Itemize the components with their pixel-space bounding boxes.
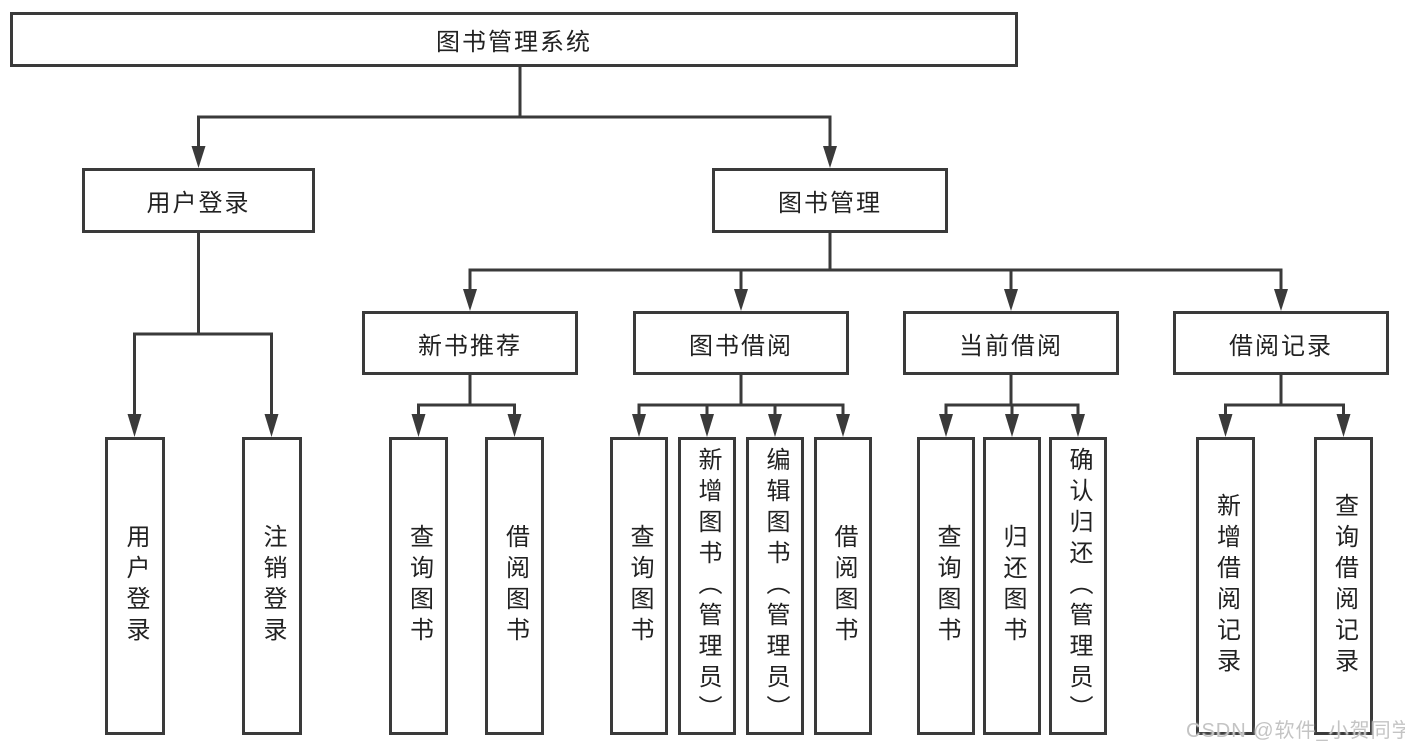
- connector-user-login: [127, 233, 279, 437]
- node-book-management: 图书管理: [712, 168, 948, 233]
- leaf-query-borrow-record: 查询借阅记录: [1314, 437, 1373, 735]
- leaf-query-books-borrow: 查询图书: [610, 437, 668, 735]
- leaf-edit-books-admin: 编辑图书（管理员）: [746, 437, 804, 735]
- connector-new-book-recommend: [411, 375, 522, 437]
- node-new-book-recommend: 新书推荐: [362, 311, 578, 375]
- node-current-borrow: 当前借阅: [903, 311, 1119, 375]
- connector-book-management: [463, 233, 1288, 311]
- connector-book-borrow: [632, 375, 850, 437]
- connector-root: [191, 66, 837, 168]
- leaf-query-books-recommend: 查询图书: [389, 437, 448, 735]
- node-root: 图书管理系统: [10, 12, 1018, 67]
- leaf-confirm-return-admin: 确认归还（管理员）: [1049, 437, 1107, 735]
- leaf-add-books-admin: 新增图书（管理员）: [678, 437, 736, 735]
- connector-borrow-records: [1218, 375, 1351, 437]
- node-user-login: 用户登录: [82, 168, 315, 233]
- leaf-user-login: 用户登录: [105, 437, 165, 735]
- csdn-watermark: CSDN @软件_小贺同学: [1186, 720, 1405, 742]
- leaf-return-books: 归还图书: [983, 437, 1041, 735]
- leaf-borrow-books-recommend: 借阅图书: [485, 437, 544, 735]
- leaf-borrow-books: 借阅图书: [814, 437, 872, 735]
- node-borrow-records: 借阅记录: [1173, 311, 1389, 375]
- connector-current-borrow: [939, 375, 1085, 437]
- leaf-query-books-current: 查询图书: [917, 437, 975, 735]
- leaf-add-borrow-record: 新增借阅记录: [1196, 437, 1255, 735]
- node-book-borrow: 图书借阅: [633, 311, 849, 375]
- leaf-logout: 注销登录: [242, 437, 302, 735]
